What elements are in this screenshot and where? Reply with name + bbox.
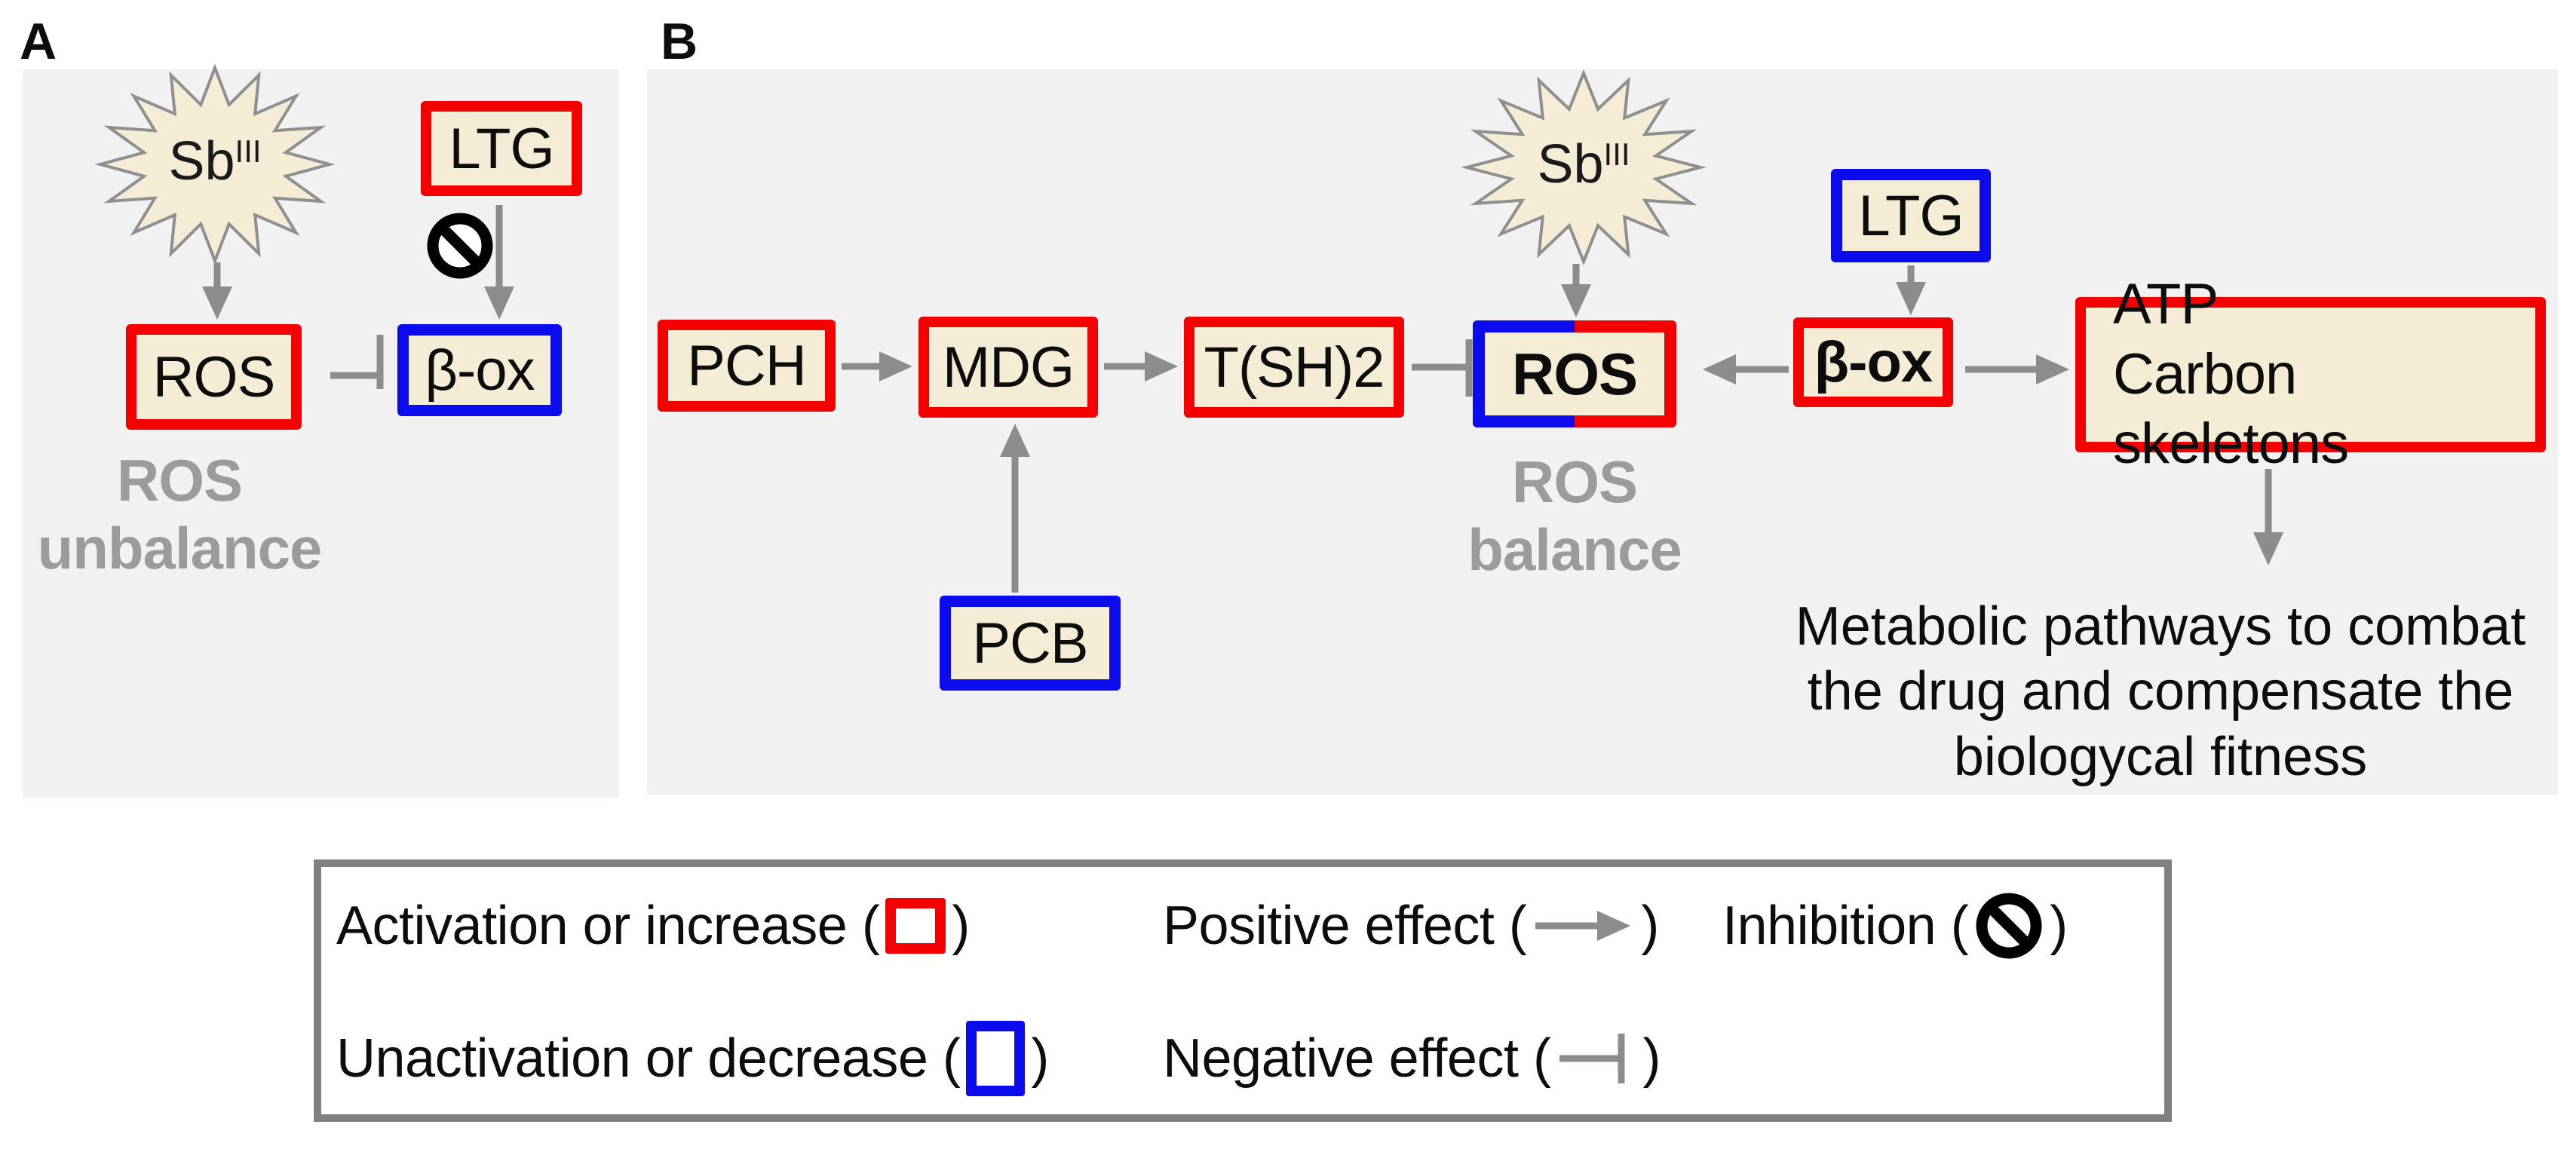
legend-label: Unactivation or decrease ( (336, 1028, 961, 1089)
caption-line: unbalance (37, 515, 323, 582)
caption-line: balance (1467, 516, 1682, 584)
legend-close-paren: ) (1031, 1028, 1049, 1089)
node-ros-a: ROS (126, 324, 302, 430)
outcome-line: biologycal fitness (1953, 726, 2368, 787)
legend-item-activation: Activation or increase ( ) (336, 882, 970, 970)
node-ros-b-label: ROS (1511, 340, 1638, 407)
outcome-text: Metabolic pathways to combat the drug an… (1768, 594, 2553, 789)
legend-item-negative-effect: Negative effect ( ) (1163, 1015, 1661, 1102)
legend-label: Activation or increase ( (336, 896, 880, 956)
prohibition-icon (1976, 893, 2042, 959)
caption-line: ROS (116, 447, 243, 513)
prohibition-icon (433, 219, 487, 273)
legend-label: Positive effect ( (1163, 896, 1527, 956)
atp-line: Carbon skeletons (2113, 342, 2349, 476)
outcome-line: Metabolic pathways to combat (1795, 596, 2526, 657)
outcome-line: the drug and compensate the (1807, 661, 2514, 722)
node-mdg: MDG (918, 317, 1098, 418)
arrow-right-icon (1535, 911, 1631, 941)
node-ros-b: ROS (1473, 320, 1676, 427)
legend-box (314, 859, 2172, 1122)
ros-b-red-half (1575, 320, 1676, 427)
legend-close-paren: ) (1642, 1028, 1661, 1089)
legend-item-positive-effect: Positive effect ( ) (1163, 882, 1659, 970)
legend-item-inhibition: Inhibition ( ) (1722, 882, 2068, 970)
caption-ros-balance: ROS balance (1461, 448, 1688, 584)
sb-superscript: III (235, 133, 262, 169)
node-tsh2: T(SH)2 (1184, 317, 1404, 418)
atp-line: ATP (2113, 271, 2219, 336)
sb-superscript: III (1603, 136, 1630, 172)
node-pch: PCH (658, 320, 836, 412)
node-betaox-b: β-ox (1793, 317, 1953, 407)
legend-label: Negative effect ( (1163, 1028, 1551, 1089)
node-betaox-a: β-ox (397, 324, 562, 416)
ros-b-blue-half (1473, 320, 1575, 427)
inhibition-tee-icon (1559, 1034, 1625, 1083)
legend-label: Inhibition ( (1722, 896, 1969, 956)
legend-close-paren: ) (2050, 896, 2068, 956)
blue-box-icon (966, 1021, 1026, 1096)
caption-line: ROS (1511, 449, 1638, 515)
sb-base: Sb (1537, 134, 1604, 195)
caption-ros-unbalance: ROS unbalance (29, 446, 330, 583)
node-ltg-b: LTG (1831, 169, 1991, 262)
node-ltg-a: LTG (421, 101, 582, 196)
legend-close-paren: ) (1641, 896, 1659, 956)
node-atp-carbon-skeletons: ATP Carbon skeletons (2075, 272, 2546, 476)
legend-close-paren: ) (952, 896, 970, 956)
sb-base: Sb (168, 131, 235, 191)
panel-b-title: B (661, 13, 698, 70)
panel-a-title: A (20, 13, 57, 70)
legend-item-unactivation: Unactivation or decrease ( ) (336, 1015, 1049, 1102)
node-pcb: PCB (940, 596, 1121, 691)
red-box-icon (885, 898, 946, 954)
